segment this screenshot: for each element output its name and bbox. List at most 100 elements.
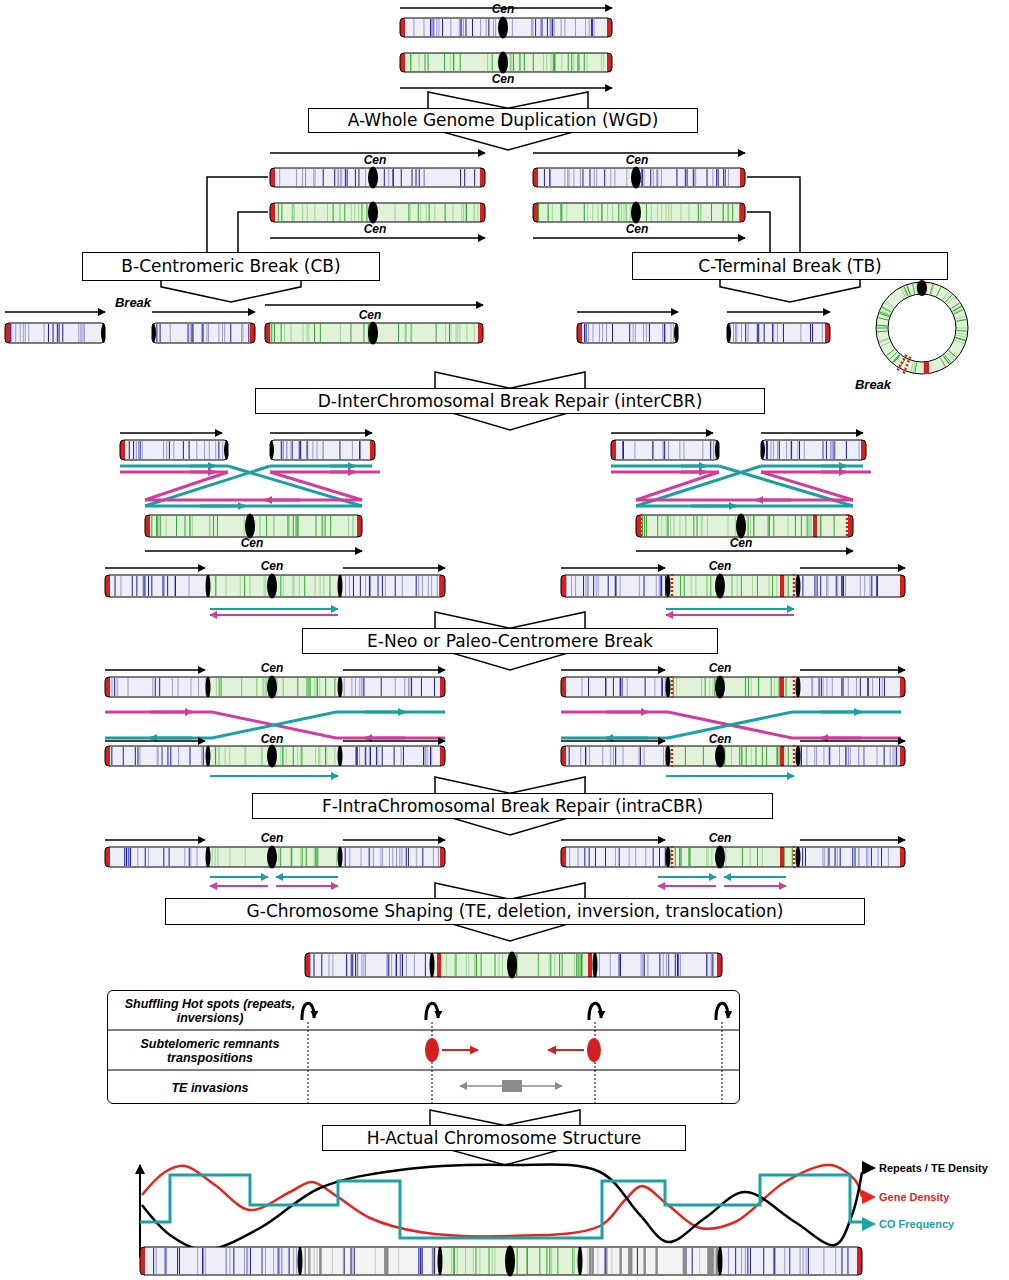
chromosome-band — [191, 324, 192, 342]
chromosome-band — [361, 848, 362, 866]
chromosome-band — [226, 576, 227, 596]
chromosome-band — [308, 1248, 311, 1274]
chromosome-band — [650, 169, 651, 186]
chromosome-band — [140, 441, 141, 459]
chromosome-band — [666, 204, 667, 221]
chromosome-band — [148, 848, 149, 866]
legend-arrowhead — [862, 1217, 876, 1231]
chromosome-band — [241, 324, 242, 342]
chromosome-band — [559, 954, 560, 976]
chromosome-band — [605, 1248, 606, 1274]
telomere — [561, 847, 566, 867]
chromosome-band — [84, 324, 85, 342]
chromosome-band — [788, 576, 789, 596]
chromosome-band — [161, 747, 162, 765]
chromosome-band — [405, 324, 406, 342]
step-box: A-Whole Genome Duplication (WGD) — [308, 108, 698, 133]
chromosome-band — [297, 747, 298, 765]
chromosome-band — [204, 441, 205, 459]
chromosome-band — [594, 169, 595, 186]
chromosome-band — [401, 848, 402, 866]
chromosome-band — [340, 324, 341, 342]
chromosome-band — [330, 576, 331, 596]
chromosome-band — [767, 441, 768, 459]
chromosome-band — [361, 204, 362, 221]
chromosome-band — [620, 678, 621, 696]
chromosome-band — [206, 324, 207, 342]
chromosome-band — [334, 678, 335, 696]
chromosome-band — [716, 169, 717, 186]
telomere — [5, 323, 10, 343]
chromosome-band — [776, 576, 777, 596]
chromosome-band — [344, 204, 345, 221]
chromosome-band — [576, 954, 577, 976]
chromosome-band — [349, 576, 350, 596]
chromosome-band — [619, 1248, 622, 1274]
chromosome-band — [731, 576, 732, 596]
chromosome-band — [357, 747, 358, 765]
telomere-remnant-dotted — [793, 574, 796, 598]
chromosome-band — [554, 54, 555, 71]
chromosome-band — [800, 324, 801, 342]
chromosome-band — [845, 576, 846, 596]
chromosome-band — [420, 204, 421, 221]
direction-arrow — [561, 567, 665, 568]
telomere — [861, 440, 866, 460]
chromosome-band — [663, 747, 664, 765]
chromosome-band — [645, 848, 646, 866]
chromosome-band — [411, 678, 412, 696]
chromosome-band — [858, 848, 859, 866]
chromosome-band — [294, 576, 295, 596]
chromosome-outline — [5, 323, 105, 343]
chromosome-band — [511, 54, 512, 71]
chromosome-band — [827, 576, 828, 596]
centromere — [368, 167, 378, 189]
chromosome-band — [381, 678, 382, 696]
chromosome-segment — [5, 323, 105, 343]
chromosome-band — [224, 324, 225, 342]
chromosome-band — [588, 678, 589, 696]
chromosome-band — [592, 324, 593, 342]
chromosome — [533, 202, 745, 224]
chromosome-band — [155, 678, 156, 696]
chromosome-band — [602, 324, 603, 342]
chromosome-band — [424, 169, 425, 186]
telomere-remnant — [924, 362, 929, 374]
telomere — [561, 677, 566, 697]
chromosome-band — [325, 516, 326, 536]
chromosome-band — [870, 576, 871, 596]
chromosome-band — [656, 576, 657, 596]
step-title: D-InterChromosomal Break Repair (interCB… — [318, 392, 703, 411]
chromosome-band — [725, 169, 726, 186]
chromosome-band — [429, 204, 430, 221]
chromosome-band — [317, 848, 318, 866]
chromosome-band — [449, 324, 450, 342]
chromosome-segment — [152, 323, 255, 343]
chromosome-band — [385, 1248, 386, 1274]
chromosome-segment — [798, 847, 905, 867]
chromosome-band — [661, 204, 662, 221]
chromosome-band — [592, 19, 593, 36]
chromosome-band — [369, 848, 370, 866]
chromosome-band — [708, 1248, 711, 1274]
chromosome-band — [280, 576, 281, 596]
chromosome-band — [433, 848, 434, 866]
chromosome-band — [581, 678, 582, 696]
chromosome-band — [554, 954, 555, 976]
chromosome-band — [574, 954, 575, 976]
subtelomeric-remnant — [587, 1038, 601, 1062]
chromosome-band — [424, 54, 425, 71]
chromosome-band — [287, 516, 288, 536]
chromosome-segment — [595, 953, 722, 977]
chromosome-band — [663, 954, 664, 976]
chromosome-band — [517, 1248, 518, 1274]
chromosome-band — [589, 19, 590, 36]
chromosome-band — [53, 324, 54, 342]
chromosome-band — [706, 954, 707, 976]
centromere — [715, 676, 725, 699]
chromosome-band — [956, 337, 966, 340]
alignment-line — [636, 472, 719, 500]
chromosome-band — [495, 954, 496, 976]
hotspot-arrow — [716, 1003, 728, 1020]
chromosome-band — [475, 1248, 476, 1274]
